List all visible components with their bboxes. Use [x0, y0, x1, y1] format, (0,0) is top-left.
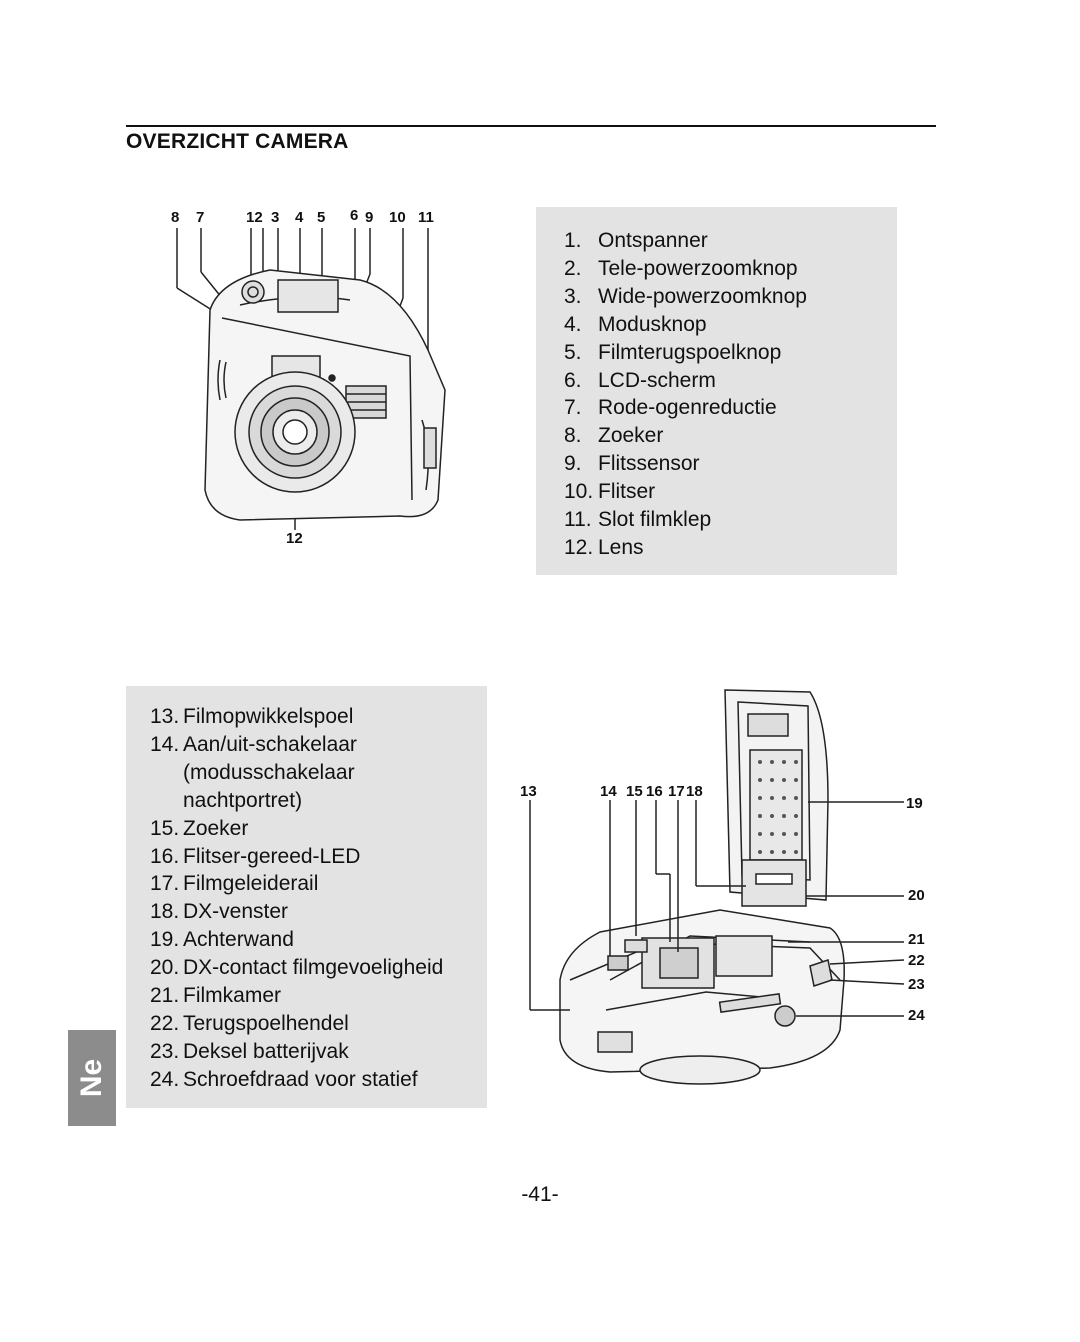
- list-item: 24.Schroefdraad voor statief: [150, 1067, 418, 1091]
- list-item: 21.Filmkamer: [150, 984, 281, 1008]
- list-item: 22.Terugspoelhendel: [150, 1011, 349, 1035]
- back-legend-box: 13.Filmopwikkelspoel 14. Aan/uit-schakel…: [126, 686, 487, 1108]
- back-callout-18: 18: [686, 783, 703, 800]
- back-callout-21: 21: [908, 931, 925, 948]
- list-item: 12.Lens: [564, 535, 644, 559]
- front-legend-box: 1.Ontspanner 2.Tele-powerzoomknop 3.Wide…: [536, 207, 897, 575]
- list-item: 2.Tele-powerzoomknop: [564, 256, 798, 280]
- list-item: 8.Zoeker: [564, 424, 664, 448]
- list-item: 19.Achterwand: [150, 928, 294, 952]
- page-title: OVERZICHT CAMERA: [126, 130, 349, 153]
- front-callout-12-top: 12: [246, 209, 263, 226]
- list-item: 9.Flitssensor: [564, 452, 700, 476]
- front-callout-12-bottom: 12: [286, 530, 303, 547]
- camera-back-illustration: 13 14 15 16 17 18 19 20 21 22 23 24: [510, 680, 940, 1100]
- list-item: 23.Deksel batterijvak: [150, 1039, 349, 1063]
- front-callout-5: 5: [317, 209, 325, 226]
- front-callout-8: 8: [171, 209, 179, 226]
- back-callout-22: 22: [908, 952, 925, 969]
- list-item: 6.LCD-scherm: [564, 368, 716, 392]
- list-item: 10.Flitser: [564, 480, 656, 504]
- front-callout-6: 6: [350, 207, 358, 224]
- list-item: 14. Aan/uit-schakelaar (modusschakelaar …: [150, 732, 357, 812]
- list-item: 5.Filmterugspoelknop: [564, 340, 782, 364]
- back-callout-17: 17: [668, 783, 685, 800]
- front-callout-9: 9: [365, 209, 373, 226]
- header-rule: [126, 125, 936, 127]
- front-callout-7: 7: [196, 209, 204, 226]
- list-item: 4.Modusknop: [564, 312, 707, 336]
- back-callout-20: 20: [908, 887, 925, 904]
- front-callout-10: 10: [389, 209, 406, 226]
- page-number: -41-: [521, 1183, 559, 1206]
- language-tab: Ne: [68, 1030, 116, 1126]
- front-callout-4: 4: [295, 209, 304, 226]
- list-item: 7.Rode-ogenreductie: [564, 396, 777, 420]
- camera-front-illustration: 8 7 12 3 4 5 6 9 10 11 12: [160, 200, 470, 560]
- back-callout-13: 13: [520, 783, 537, 800]
- back-callout-16: 16: [646, 783, 663, 800]
- back-callout-15: 15: [626, 783, 643, 800]
- front-callout-11: 11: [418, 209, 434, 226]
- list-item: 16.Flitser-gereed-LED: [150, 844, 361, 868]
- list-item: 1.Ontspanner: [564, 229, 708, 252]
- list-item: 3.Wide-powerzoomknop: [564, 284, 807, 308]
- list-item: 17.Filmgeleiderail: [150, 872, 319, 896]
- back-callout-19: 19: [906, 795, 923, 812]
- back-callout-24: 24: [908, 1007, 925, 1024]
- back-callout-14: 14: [600, 783, 617, 800]
- list-item: 20.DX-contact filmgevoeligheid: [150, 956, 444, 980]
- list-item: 13.Filmopwikkelspoel: [150, 705, 354, 728]
- list-item: 11.Slot filmklep: [564, 508, 712, 532]
- front-callout-3: 3: [271, 209, 279, 226]
- back-callout-23: 23: [908, 976, 925, 993]
- list-item: 18.DX-venster: [150, 900, 289, 924]
- list-item: 15.Zoeker: [150, 816, 249, 840]
